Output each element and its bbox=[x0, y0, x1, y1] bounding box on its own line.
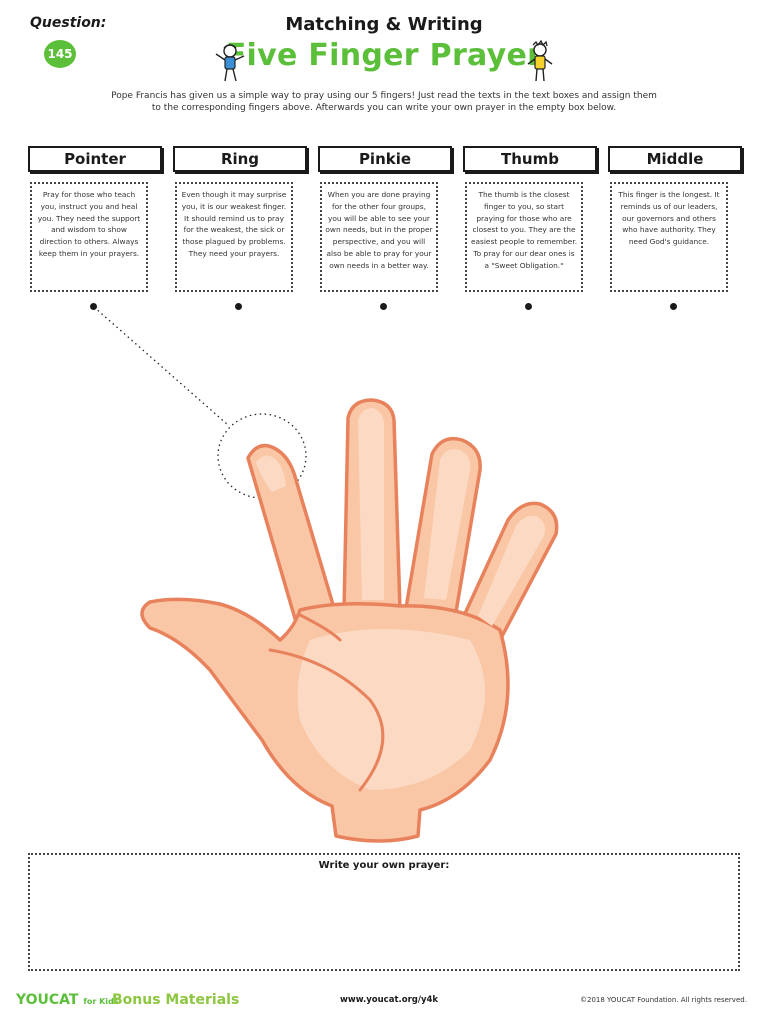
brand-suffix: for Kids bbox=[83, 997, 119, 1006]
finger-label-5: Middle bbox=[608, 146, 742, 172]
question-label: Question: bbox=[30, 15, 107, 31]
kid-left-icon bbox=[215, 44, 245, 82]
page-subtitle: Matching & Writing bbox=[285, 14, 483, 35]
description-box-4: The thumb is the closest finger to you, … bbox=[465, 182, 583, 292]
intro-text: Pope Francis has given us a simple way t… bbox=[111, 91, 657, 113]
finger-label-2: Ring bbox=[173, 146, 307, 172]
connector-dot-3[interactable] bbox=[380, 303, 387, 310]
connector-dot-2[interactable] bbox=[235, 303, 242, 310]
footer-bonus-label: Bonus Materials bbox=[112, 992, 240, 1008]
finger-label-3: Pinkie bbox=[318, 146, 452, 172]
page-title: Five Finger Prayer bbox=[225, 38, 543, 73]
example-finger-circle bbox=[217, 413, 307, 499]
footer-copyright: ©2018 YOUCAT Foundation. All rights rese… bbox=[580, 996, 747, 1004]
footer-url-link[interactable]: www.youcat.org/y4k bbox=[340, 995, 439, 1005]
description-box-5: This finger is the longest. It reminds u… bbox=[610, 182, 728, 292]
finger-label-4: Thumb bbox=[463, 146, 597, 172]
connector-dot-1[interactable] bbox=[90, 303, 97, 310]
footer-brand-logo: YOUCAT for Kids bbox=[16, 992, 119, 1008]
connector-dot-4[interactable] bbox=[525, 303, 532, 310]
description-box-2: Even though it may surprise you, it is o… bbox=[175, 182, 293, 292]
own-prayer-label: Write your own prayer: bbox=[318, 860, 450, 871]
connector-dot-5[interactable] bbox=[670, 303, 677, 310]
question-number-badge: 145 bbox=[44, 40, 76, 68]
finger-label-1: Pointer bbox=[28, 146, 162, 172]
brand-name: YOUCAT bbox=[16, 992, 79, 1008]
own-prayer-box[interactable] bbox=[28, 853, 740, 971]
description-box-3: When you are done praying for the other … bbox=[320, 182, 438, 292]
description-box-1: Pray for those who teach you, instruct y… bbox=[30, 182, 148, 292]
kid-right-icon bbox=[527, 40, 553, 82]
example-connector-line bbox=[93, 306, 229, 426]
